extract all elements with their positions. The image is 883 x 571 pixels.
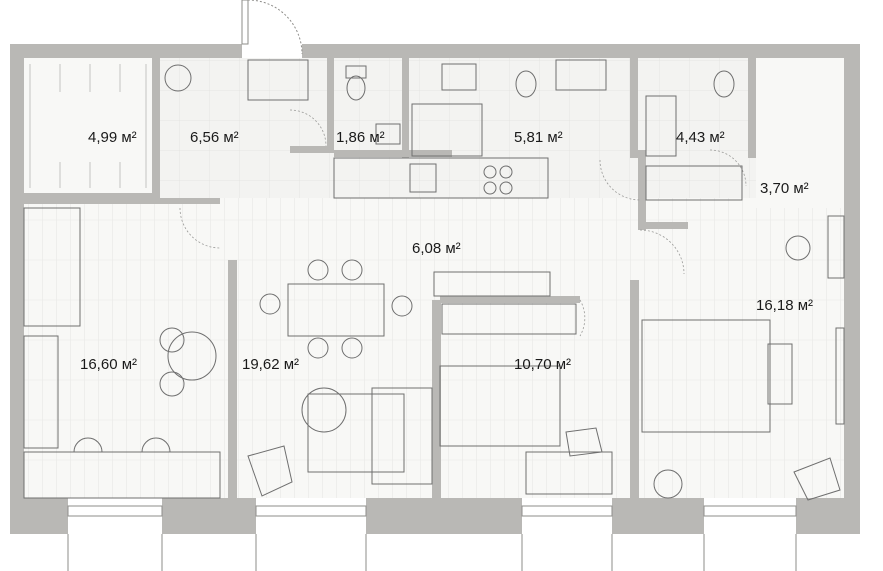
rug-living (307, 393, 405, 473)
wall-bottom-1 (10, 498, 68, 534)
area-label-corridor: 6,08 м² (412, 240, 461, 257)
dresser-master (827, 215, 845, 279)
shower-main (411, 103, 483, 157)
wall-middle-left (432, 300, 441, 498)
washing-machine (164, 64, 192, 92)
area-label-wardrobe-left: 4,99 м² (88, 129, 137, 146)
desk-left (23, 451, 221, 499)
wall-bottom-4 (612, 498, 704, 534)
area-labels: 4,99 м² 6,56 м² 1,86 м² 5,81 м² 4,43 м² … (80, 129, 813, 373)
armchair-master-corridor (785, 235, 811, 261)
sink-main (441, 63, 477, 91)
area-label-living-kitchen: 19,62 м² (242, 356, 299, 373)
toilet-master (713, 70, 735, 98)
sofa-living (371, 387, 433, 485)
dining-table (287, 283, 385, 337)
armchair-master (793, 457, 841, 501)
wall-wardrobe-left-bottom (24, 193, 160, 201)
wall-wc-bottom (290, 146, 334, 153)
area-label-bedroom-master: 16,18 м² (756, 297, 813, 314)
furniture (23, 59, 845, 501)
wall-wc-left (327, 58, 334, 150)
area-label-bedroom-middle: 10,70 м² (514, 356, 571, 373)
basket-master (653, 469, 683, 499)
door-swings (179, 109, 747, 337)
bed-single-left (23, 207, 81, 327)
wardrobe-middle (441, 303, 577, 335)
chair-left-2 (159, 371, 185, 397)
window-3 (521, 505, 613, 517)
window-1 (67, 505, 163, 517)
hob-1 (483, 165, 497, 179)
wall-top-left (10, 44, 242, 58)
floors (24, 58, 844, 498)
area-label-wc-small: 1,86 м² (336, 129, 385, 146)
shelf-left (23, 335, 59, 449)
toilet-main (515, 70, 537, 98)
wall-wardrobe-left (152, 58, 160, 193)
wall-bottom-3 (366, 498, 522, 534)
desk-chair-middle (565, 427, 603, 457)
dining-chair-6 (341, 337, 363, 359)
hall-shoe-cabinet (247, 59, 309, 101)
dining-chair-1 (259, 293, 281, 315)
wall-kitchen-top (334, 150, 452, 157)
hob-3 (483, 181, 497, 195)
wall-bottom-5 (796, 498, 860, 534)
toilet-bowl-wc (346, 75, 366, 101)
armchair-living (247, 445, 293, 497)
area-label-bedroom-left: 16,60 м² (80, 356, 137, 373)
entrance-door (241, 0, 303, 55)
area-label-wardrobe-right: 3,70 м² (760, 180, 809, 197)
dining-chair-5 (307, 337, 329, 359)
wall-top-right (302, 44, 860, 58)
wall-master-left (630, 280, 639, 498)
chair-left-1 (159, 327, 185, 353)
wall-left (10, 44, 24, 506)
tv-master (835, 327, 845, 425)
dining-chair-2 (391, 295, 413, 317)
floor-wardrobe-right (756, 58, 844, 208)
coffee-table (301, 387, 347, 433)
hob-2 (499, 165, 513, 179)
bed-middle (439, 365, 561, 447)
wall-middle-top (440, 296, 580, 303)
wall-bath-right (630, 58, 638, 158)
area-label-hall: 6,56 м² (190, 129, 239, 146)
window-2 (255, 505, 367, 517)
round-table-left (167, 331, 217, 381)
bench-master (767, 343, 793, 405)
wardrobe-rails-left (29, 64, 147, 188)
kitchen-sink (409, 163, 437, 193)
wall-living-left (228, 260, 237, 498)
bathtub-master (645, 165, 743, 201)
wall-master-bath-bottom (638, 222, 688, 229)
hob-4 (499, 181, 513, 195)
desk-chair-left-1 (73, 437, 103, 453)
toilet-wc (345, 65, 367, 79)
floor-wet-zone (24, 58, 844, 198)
wall-wardrobe-right (748, 58, 756, 158)
dining-chair-4 (341, 259, 363, 281)
desk-chair-left-2 (141, 437, 171, 453)
window-4 (703, 505, 797, 517)
wall-wc-right (402, 58, 409, 158)
shelving-middle (433, 271, 551, 297)
wall-bottom-2 (162, 498, 256, 534)
sink-wc (375, 123, 401, 145)
walls (10, 44, 860, 534)
area-label-bathroom-master: 4,43 м² (676, 129, 725, 146)
vanity-main (555, 59, 607, 91)
dining-chair-3 (307, 259, 329, 281)
sink-master (645, 95, 677, 157)
area-label-bathroom-main: 5,81 м² (514, 129, 563, 146)
kitchen-counter (333, 157, 549, 199)
wall-right (844, 44, 860, 506)
bed-master (641, 319, 771, 433)
wall-bedroom-left-top (24, 198, 220, 204)
wall-master-bath-left (638, 150, 646, 230)
windows (67, 505, 797, 571)
